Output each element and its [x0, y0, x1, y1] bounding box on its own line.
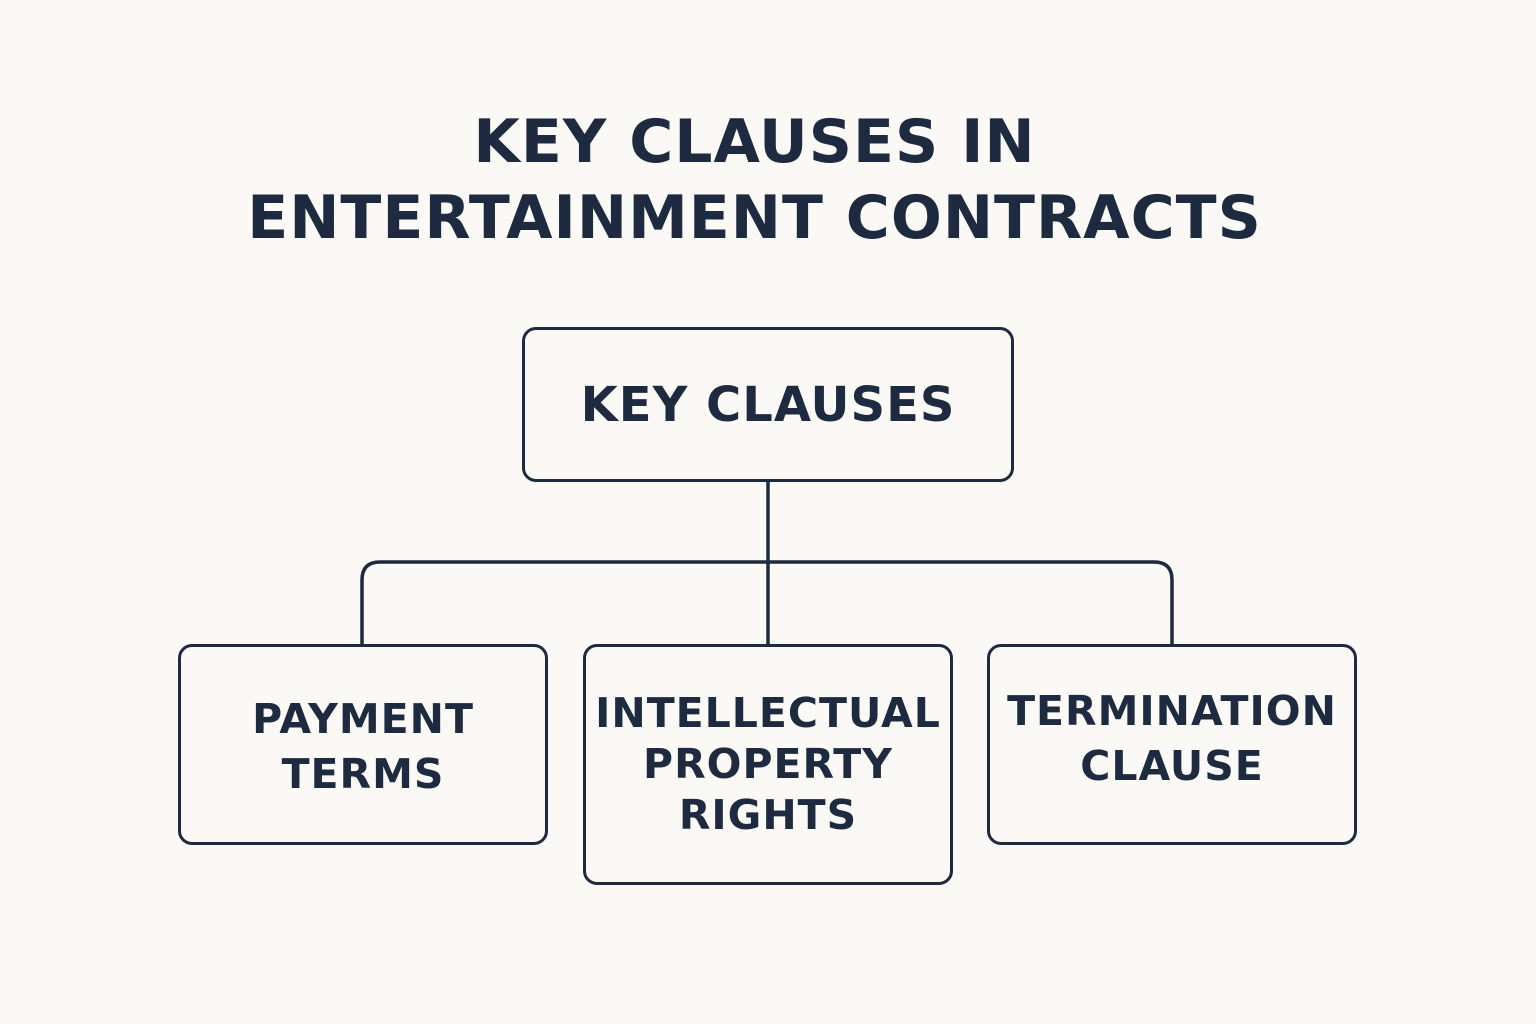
child-node-label-line: PROPERTY	[643, 740, 893, 788]
diagram-title: KEY CLAUSES IN ENTERTAINMENT CONTRACTS	[0, 104, 1509, 256]
diagram-title-line-2: ENTERTAINMENT CONTRACTS	[247, 183, 1262, 253]
child-node-label: TERMINATION CLAUSE	[1007, 684, 1337, 806]
diagram-title-line-1: KEY CLAUSES IN	[473, 107, 1036, 177]
child-node-termination-clause: TERMINATION CLAUSE	[987, 644, 1357, 845]
child-node-label-line: TERMS	[281, 749, 445, 798]
root-node-key-clauses: KEY CLAUSES	[522, 327, 1014, 482]
child-node-intellectual-property-rights: INTELLECTUAL PROPERTY RIGHTS	[583, 644, 953, 885]
child-node-label-line: PAYMENT	[252, 694, 474, 743]
child-node-label: PAYMENT TERMS	[252, 688, 474, 802]
child-node-label-line: TERMINATION	[1007, 686, 1337, 735]
child-node-label-line: CLAUSE	[1080, 741, 1264, 790]
child-node-payment-terms: PAYMENT TERMS	[178, 644, 548, 845]
child-node-label-line: INTELLECTUAL	[595, 689, 941, 737]
root-node-label: KEY CLAUSES	[580, 376, 956, 433]
child-node-label-line: RIGHTS	[678, 791, 858, 839]
child-node-label: INTELLECTUAL PROPERTY RIGHTS	[595, 688, 941, 841]
